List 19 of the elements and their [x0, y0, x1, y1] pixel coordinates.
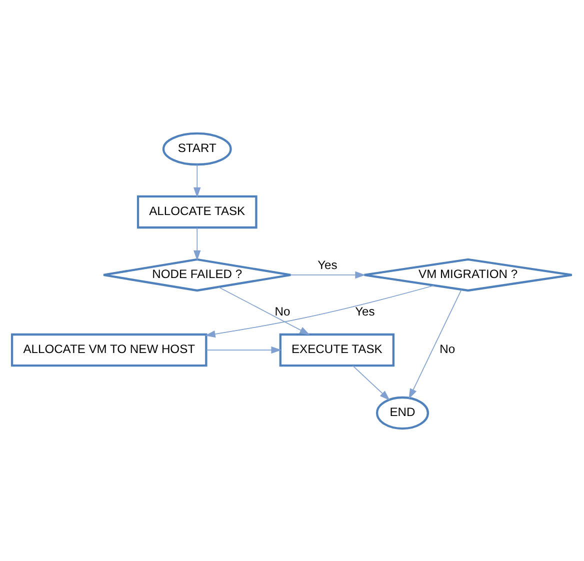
- node-diamond: VM MIGRATION ?: [363, 258, 573, 292]
- node-ellipse: END: [376, 396, 430, 430]
- arrow: [290, 270, 366, 278]
- arrow: [408, 288, 462, 399]
- node-box: EXECUTE TASK: [279, 332, 394, 366]
- node-box: ALLOCATE VM TO NEW HOST: [10, 332, 208, 366]
- arrow: [206, 346, 282, 354]
- arrow: [204, 284, 434, 338]
- arrow: [218, 286, 310, 335]
- edge-label: Yes: [355, 304, 375, 318]
- edge-label: No: [440, 342, 456, 356]
- node-ellipse: START: [162, 132, 232, 166]
- node-box: ALLOCATE TASK: [136, 194, 258, 228]
- node-diamond: NODE FAILED ?: [102, 258, 292, 292]
- edge-label: Yes: [318, 258, 338, 272]
- arrow: [352, 364, 390, 400]
- edge-label: No: [274, 304, 290, 318]
- arrow: [194, 164, 201, 198]
- arrow: [194, 226, 201, 260]
